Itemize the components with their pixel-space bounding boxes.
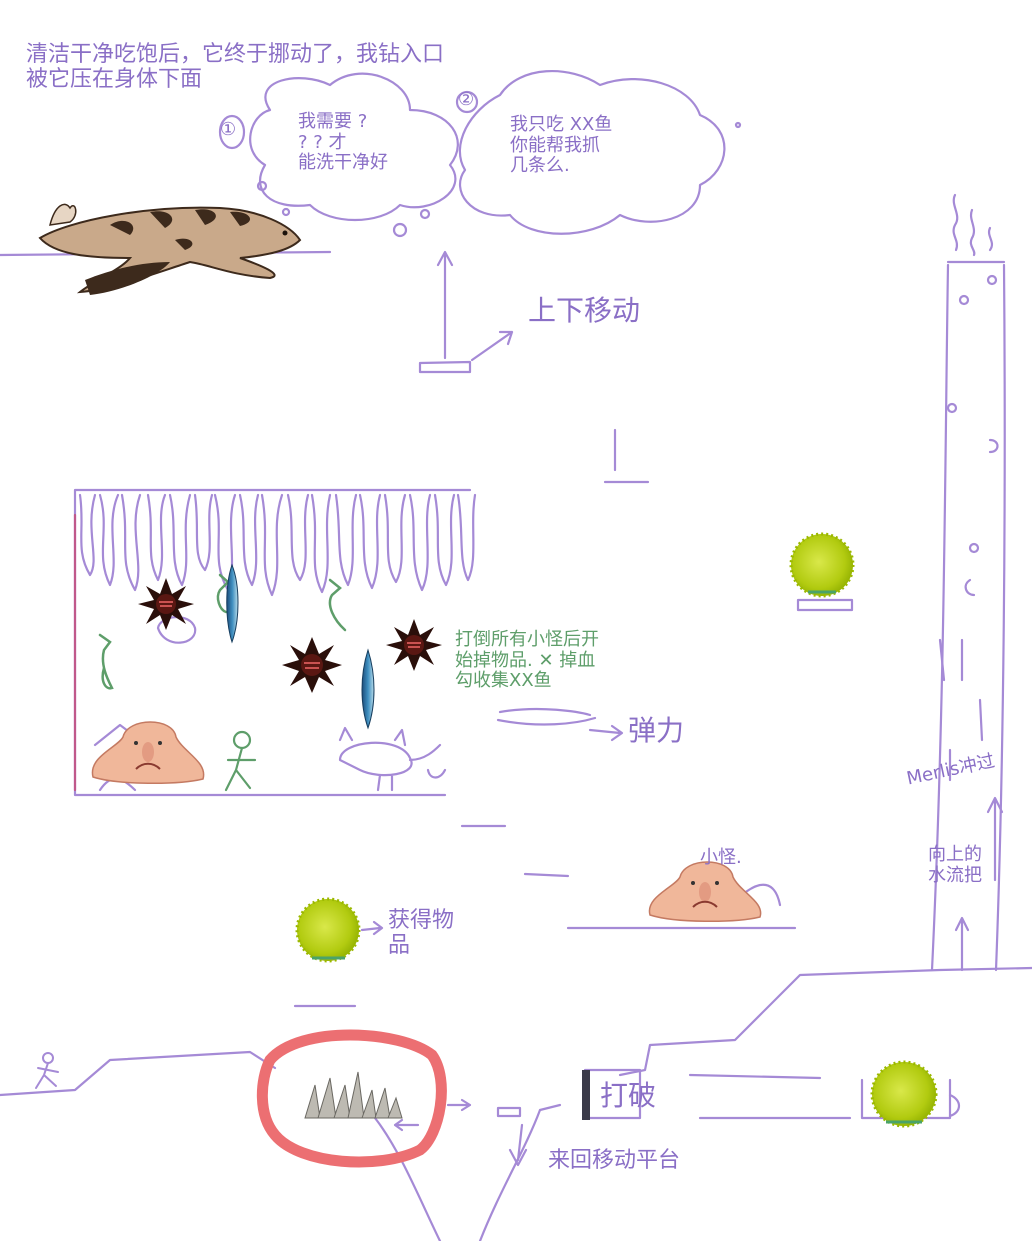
algae-ball-icon — [789, 532, 855, 598]
sardine-icon — [361, 648, 375, 730]
note-upward-stream: 向上的 水流把 — [928, 844, 982, 886]
seal-icon — [38, 203, 302, 295]
hook-icon — [98, 633, 114, 690]
note-break: 打破 — [600, 1079, 657, 1112]
highlight-circle — [256, 1029, 447, 1168]
water-current-column — [930, 263, 950, 972]
algae-ball-icon — [295, 897, 361, 963]
hanging-tentacles — [78, 493, 477, 597]
bubble2-marker: ② — [458, 89, 475, 110]
note-small-monster: 小怪. — [700, 847, 742, 868]
ghost-creature — [338, 726, 447, 792]
sea-urchin-icon — [386, 619, 442, 671]
moving-platform — [496, 1106, 522, 1118]
sea-urchin-icon — [138, 578, 194, 630]
algae-ball-icon — [870, 1060, 938, 1128]
sea-urchin-icon — [282, 637, 342, 693]
blobfish-icon — [648, 861, 762, 923]
ground-terrain — [0, 1050, 277, 1097]
hook-icon — [216, 573, 230, 614]
blobfish-icon — [91, 721, 205, 785]
breakable-wall — [582, 1070, 590, 1120]
note-bubble-2: 我只吃 XX鱼 你能帮我抓 几条么. — [510, 114, 613, 177]
note-top-left: 清洁干净吃饱后，它终于挪动了，我钻入口 被它压在身体下面 — [26, 42, 445, 93]
stick-figure-start — [35, 1052, 59, 1089]
hook-icon — [328, 578, 347, 632]
stepped-terrain — [618, 966, 1032, 1077]
note-monsters: 打倒所有小怪后开 始掉物品. ✕ 掉血 勾收集XX鱼 — [455, 629, 599, 692]
note-obtain-item: 获得物 品 — [388, 908, 455, 959]
thought-bubble-1 — [249, 72, 459, 221]
sardine-icon — [226, 563, 239, 644]
stick-figure-icon — [224, 730, 257, 792]
bubble1-marker: ① — [220, 119, 237, 140]
note-moving-platform: 来回移动平台 — [548, 1148, 681, 1173]
updown-platform — [418, 360, 472, 374]
note-bubble-1: 我需要 ? ? ? 才 能洗干净好 — [298, 111, 388, 174]
note-updown: 上下移动 — [528, 294, 641, 327]
note-elastic: 弹力 — [628, 714, 685, 747]
spike-trap-icon — [304, 1071, 403, 1119]
thought-bubble-2 — [458, 70, 726, 235]
